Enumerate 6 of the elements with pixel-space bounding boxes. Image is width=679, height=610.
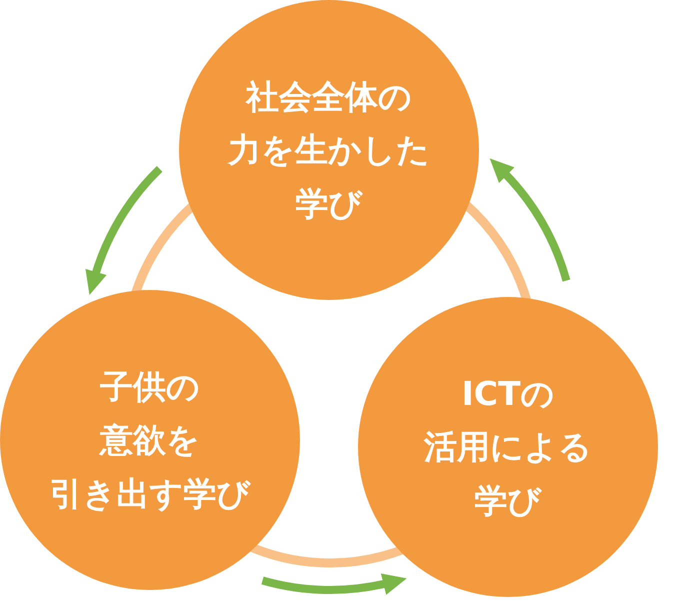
topic-label: 子供の意欲を引き出す学び: [50, 366, 250, 515]
cycle-arrow: [490, 158, 570, 282]
topic-label: ICTの活用による学び: [424, 372, 592, 522]
cycle-arrow: [262, 573, 407, 595]
topic-label: 社会全体の力を生かした学び: [228, 76, 430, 225]
cycle-arrow: [86, 166, 163, 295]
